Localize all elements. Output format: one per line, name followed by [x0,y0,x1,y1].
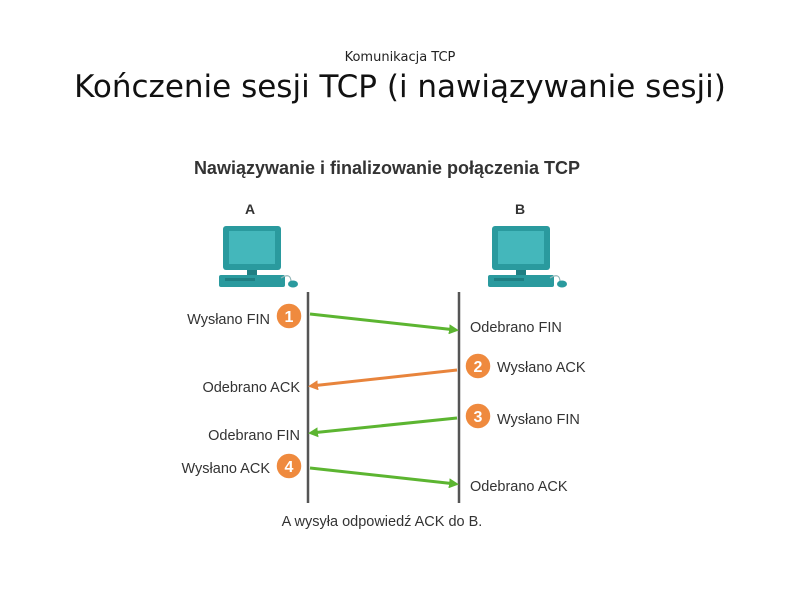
step-4-arrow [309,466,459,489]
step-1: 1 Wysłano FIN Odebrano FIN [187,302,562,336]
step-3-badge [464,402,492,430]
step-1-left-label: Wysłano FIN [187,312,270,328]
step-3-right-label: Wysłano FIN [497,412,580,428]
host-b-label: B [515,201,525,217]
step-2: 2 Odebrano ACK Wysłano ACK [202,352,586,396]
step-2-badge [464,352,492,380]
step-2-number: 2 [474,359,483,376]
computer-a-icon [219,226,298,288]
step-4-right-label: Odebrano ACK [470,479,568,495]
step-1-arrow [309,312,459,335]
diagram-heading: Nawiązywanie i finalizowanie połączenia … [194,158,580,178]
slide-kicker: Komunikacja TCP [344,50,456,65]
step-4-left-label: Wysłano ACK [181,461,270,477]
step-1-right-label: Odebrano FIN [470,320,562,336]
step-2-arrow [308,368,458,391]
step-3-number: 3 [474,409,483,426]
step-3: 3 Odebrano FIN Wysłano FIN [208,402,580,444]
computer-b-icon [488,226,567,288]
step-2-left-label: Odebrano ACK [202,380,300,396]
step-3-arrow [308,416,458,438]
host-a-label: A [245,201,255,217]
step-4: 4 Wysłano ACK Odebrano ACK [181,452,568,495]
step-4-badge [275,452,303,480]
step-1-number: 1 [285,309,294,326]
step-4-number: 4 [285,459,294,476]
slide-title: Kończenie sesji TCP (i nawiązywanie sesj… [74,69,726,105]
diagram-caption: A wysyła odpowiedź ACK do B. [282,514,483,530]
step-3-left-label: Odebrano FIN [208,428,300,444]
step-1-badge [275,302,303,330]
step-2-right-label: Wysłano ACK [497,360,586,376]
